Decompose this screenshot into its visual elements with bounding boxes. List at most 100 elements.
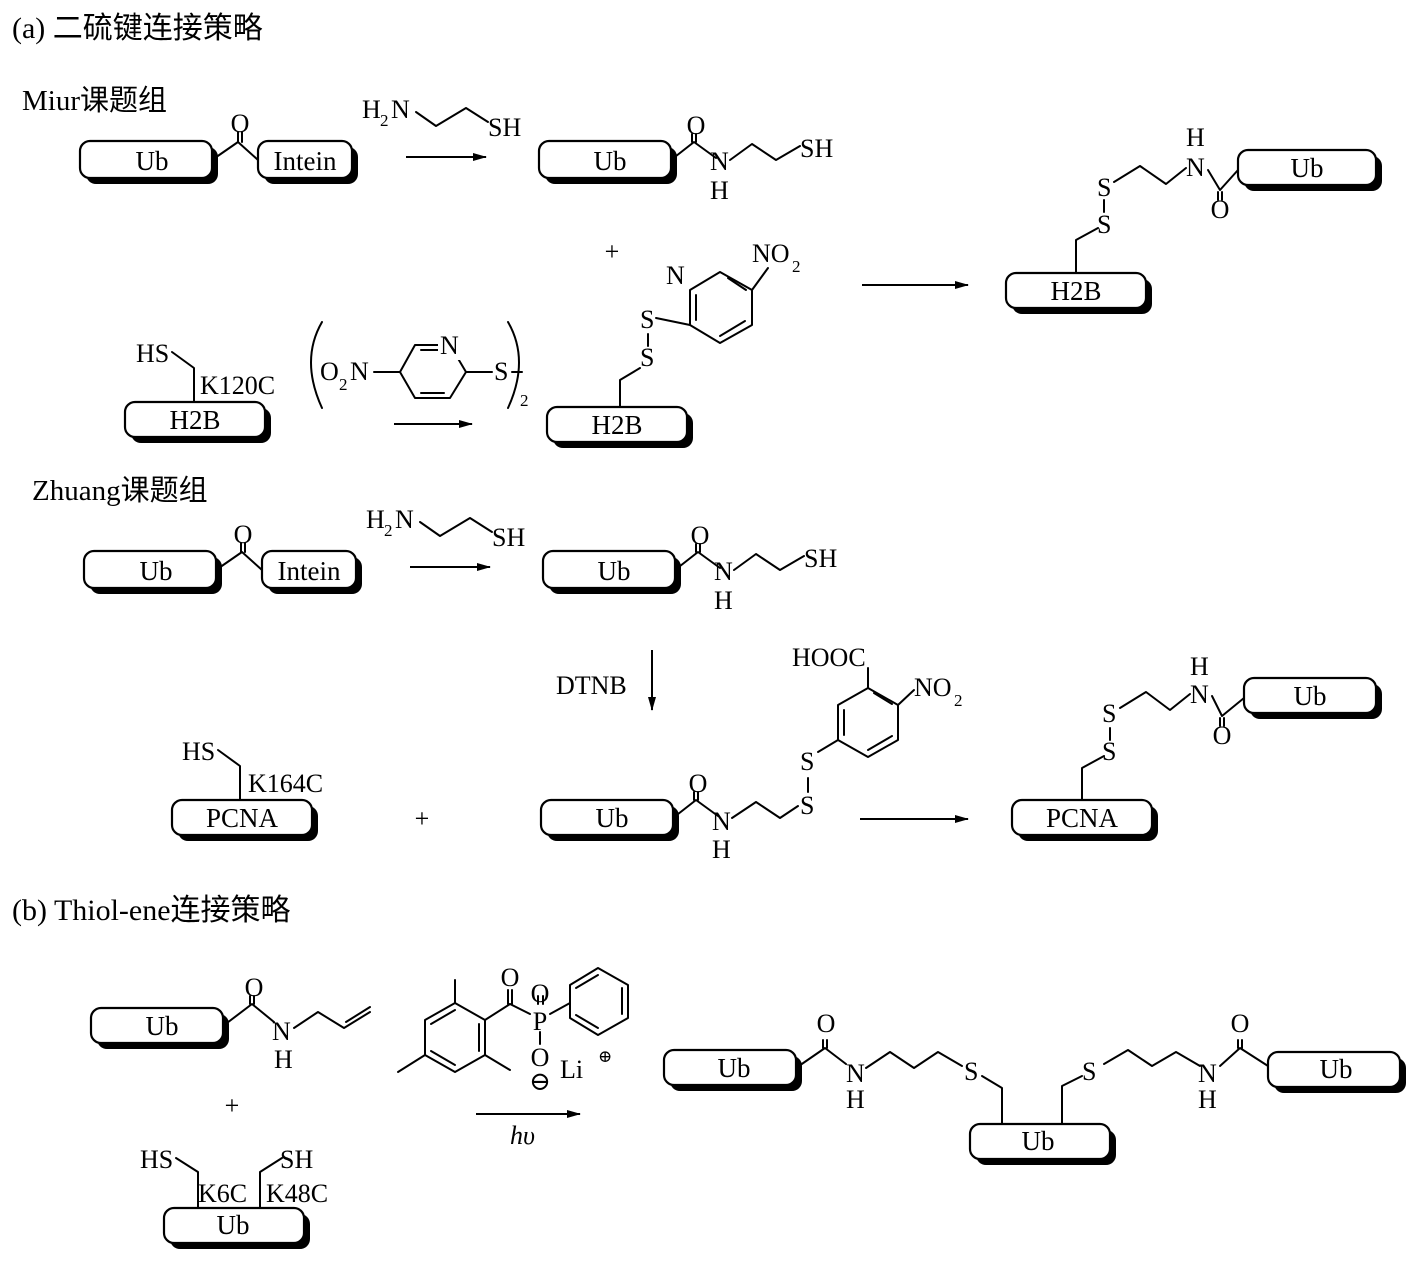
mutation-k48c: K48C: [266, 1179, 328, 1208]
svg-text:H2B: H2B: [169, 405, 220, 435]
ub-box: Ub: [539, 798, 679, 841]
negative-charge-icon: ⊖: [529, 1067, 551, 1096]
svg-text:HS: HS: [136, 339, 169, 368]
svg-text:N: N: [714, 557, 733, 586]
svg-text:H: H: [714, 586, 733, 615]
ub-box: Ub: [89, 1006, 229, 1049]
pcna-box: PCNA: [170, 798, 318, 841]
svg-text:PCNA: PCNA: [1046, 803, 1119, 833]
svg-text:N: N: [272, 1017, 291, 1046]
intein-box: Intein: [256, 139, 358, 184]
cysteamine-reagent: H 2 N SH: [366, 505, 525, 552]
ub-box: Ub: [78, 139, 218, 184]
svg-text:N: N: [666, 261, 685, 290]
svg-text:N: N: [1190, 680, 1209, 709]
section-b-title: (b) Thiol-ene连接策略: [12, 894, 291, 927]
allyl-group: [293, 1011, 371, 1029]
svg-text:S: S: [1102, 699, 1116, 728]
oxygen-atom: O: [231, 109, 250, 138]
svg-text:H: H: [1190, 652, 1209, 681]
svg-text:H: H: [846, 1085, 865, 1114]
mutation-k6c: K6C: [198, 1179, 247, 1208]
svg-text:SH: SH: [280, 1145, 313, 1174]
svg-text:O: O: [691, 521, 710, 550]
svg-text:SH: SH: [492, 523, 525, 552]
svg-text:N: N: [1186, 153, 1205, 182]
svg-text:N: N: [395, 505, 414, 534]
reagent-hv: hυ: [510, 1121, 535, 1150]
svg-text:H: H: [1198, 1085, 1217, 1114]
svg-text:2: 2: [520, 391, 529, 410]
svg-text:2: 2: [792, 257, 801, 276]
svg-text:H: H: [710, 176, 729, 205]
svg-text:Ub: Ub: [140, 556, 173, 586]
svg-text:S: S: [640, 305, 654, 334]
svg-text:S: S: [640, 343, 654, 372]
svg-text:2: 2: [380, 111, 389, 130]
svg-text:Ub: Ub: [594, 146, 627, 176]
h2b-box: H2B: [123, 400, 271, 443]
ub-box: Ub: [1242, 676, 1382, 719]
svg-text:S: S: [494, 357, 508, 386]
svg-text:O: O: [320, 357, 339, 386]
phosphorus-atom: P: [533, 1007, 547, 1036]
svg-text:O: O: [531, 979, 550, 1008]
svg-text:N: N: [846, 1059, 865, 1088]
svg-text:S: S: [800, 747, 814, 776]
positive-charge-icon: ⊕: [598, 1047, 612, 1066]
svg-text:PCNA: PCNA: [206, 803, 279, 833]
svg-text:H2B: H2B: [1050, 276, 1101, 306]
plus-sign: +: [605, 237, 620, 266]
svg-text:Ub: Ub: [1294, 681, 1327, 711]
svg-text:O: O: [245, 973, 264, 1002]
svg-text:2: 2: [954, 691, 963, 710]
ub-box: Ub: [662, 1048, 802, 1091]
mutation-k120c: K120C: [200, 371, 275, 400]
ub-box: Ub: [162, 1206, 310, 1249]
svg-text:N: N: [712, 807, 731, 836]
ub-box: Ub: [82, 549, 222, 594]
svg-text:N: N: [710, 147, 729, 176]
svg-text:HS: HS: [140, 1145, 173, 1174]
svg-text:N: N: [440, 331, 459, 360]
svg-text:S: S: [964, 1057, 978, 1086]
group-miur-label: Miur课题组: [22, 84, 167, 117]
ub-box: Ub: [1266, 1050, 1406, 1093]
right-bracket: [507, 321, 520, 409]
mutation-k164c: K164C: [248, 769, 323, 798]
svg-text:S: S: [1097, 210, 1111, 239]
nitrobenzoic-ring: [837, 687, 899, 758]
pcna-box: PCNA: [1010, 798, 1158, 841]
svg-text:H: H: [366, 505, 385, 534]
ub-box: Ub: [541, 549, 681, 594]
svg-text:S: S: [1102, 737, 1116, 766]
svg-text:HOOC: HOOC: [792, 643, 866, 672]
svg-text:Ub: Ub: [718, 1053, 751, 1083]
svg-text:2: 2: [339, 375, 348, 394]
svg-text:N: N: [350, 357, 369, 386]
lap-photoinitiator: [397, 967, 629, 1073]
lithium-ion: Li: [560, 1055, 583, 1084]
plus-sign: +: [415, 804, 430, 833]
svg-text:SH: SH: [488, 113, 521, 142]
svg-text:2: 2: [384, 521, 393, 540]
ub-box: Ub: [537, 139, 677, 184]
svg-text:SH: SH: [804, 544, 837, 573]
svg-text:N: N: [1198, 1059, 1217, 1088]
svg-text:H: H: [712, 835, 731, 864]
svg-text:O: O: [687, 111, 706, 140]
h2b-box: H2B: [1004, 271, 1152, 314]
svg-text:Ub: Ub: [146, 1011, 179, 1041]
svg-text:O: O: [531, 1043, 550, 1072]
h2b-box: H2B: [545, 405, 693, 448]
svg-text:O: O: [1213, 721, 1232, 750]
amide-bond: [670, 141, 717, 161]
svg-text:O: O: [1231, 1009, 1250, 1038]
cysteamine-reagent: H 2 N SH: [362, 95, 521, 142]
svg-text:S: S: [1097, 173, 1111, 202]
svg-text:H2B: H2B: [591, 410, 642, 440]
svg-text:NO: NO: [752, 239, 790, 268]
intein-label: Intein: [274, 146, 337, 176]
